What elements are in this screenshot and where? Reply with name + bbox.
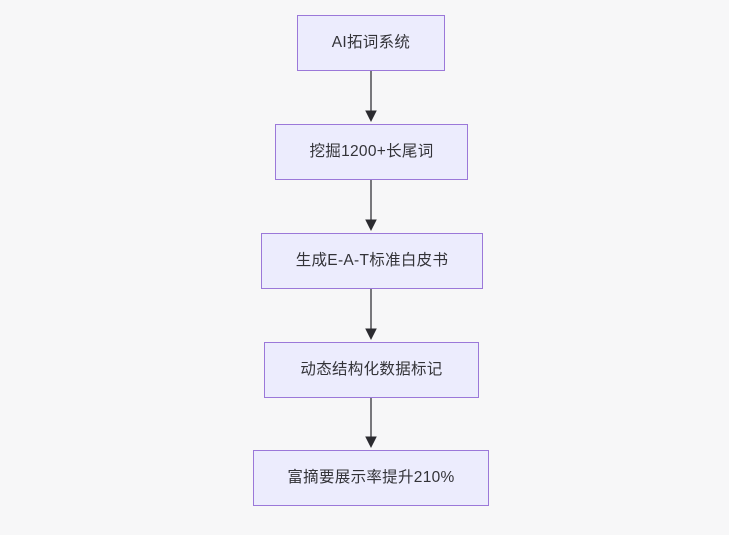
edge-node4-to-node5: [365, 398, 377, 448]
node-label: 动态结构化数据标记: [300, 361, 443, 379]
flowchart-node-rich-snippet-impression-lift[interactable]: 富摘要展示率提升210%: [253, 450, 489, 506]
node-label: 生成E-A-T标准白皮书: [295, 252, 449, 270]
flowchart-node-ai-keyword-system[interactable]: AI拓词系统: [297, 15, 445, 71]
flowchart-node-mine-longtail-keywords[interactable]: 挖掘1200+长尾词: [275, 124, 468, 180]
edge-node2-to-node3: [365, 180, 377, 231]
flowchart-node-dynamic-structured-data-markup[interactable]: 动态结构化数据标记: [264, 342, 479, 398]
node-label: AI拓词系统: [331, 34, 411, 52]
node-label: 富摘要展示率提升210%: [287, 469, 455, 487]
node-label: 挖掘1200+长尾词: [309, 143, 434, 161]
flowchart-node-generate-eat-whitepaper[interactable]: 生成E-A-T标准白皮书: [261, 233, 483, 289]
edge-node3-to-node4: [365, 289, 377, 340]
edge-node1-to-node2: [365, 71, 377, 122]
